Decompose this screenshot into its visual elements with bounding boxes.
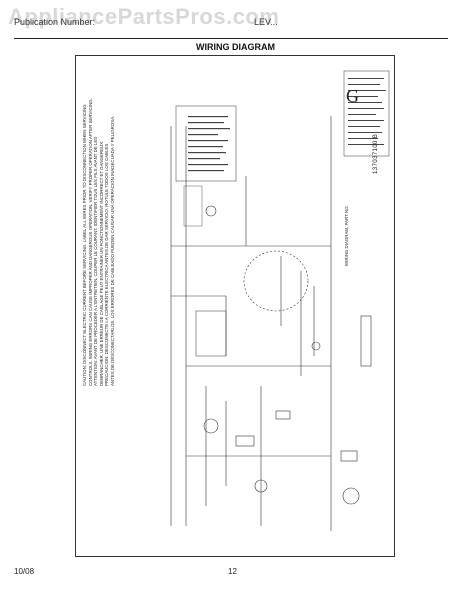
diagram-label: WIRING DIAGRAM, PART NO. (344, 205, 349, 266)
page-title: WIRING DIAGRAM (196, 42, 275, 52)
caution-line: ANTES DE DESCONECTARLOS. LOS ERRORES DE … (109, 115, 115, 386)
page-number: 12 (228, 567, 237, 576)
header-model: LEV... (254, 17, 278, 27)
legend-box-left (175, 105, 237, 182)
header-divider (14, 38, 448, 39)
terminal-block (195, 310, 227, 357)
diagram-letter: G (346, 86, 359, 106)
component-circle-d (342, 487, 360, 505)
watermark: AppliancePartsPros.com (8, 4, 280, 29)
footer-date: 10/08 (14, 567, 35, 576)
caution-line: ATTENTION: AVANT DE PROCEDER A L'ENTRETI… (93, 136, 99, 386)
caution-notes: CAUTION: DISCONNECT ELECTRIC CURRENT BEF… (82, 98, 116, 386)
wiring-diagram-sheet: CAUTION: DISCONNECT ELECTRIC CURRENT BEF… (75, 55, 395, 557)
part-number: 137037100 B (372, 133, 379, 174)
header-publication: Publication Number: (14, 17, 96, 27)
wiring-diagram-graphic (170, 70, 390, 531)
component-circle-c (254, 479, 268, 493)
component-circle-b (203, 418, 219, 434)
caution-line: CAUTION: DISCONNECT ELECTRIC CURRENT BEF… (82, 104, 87, 386)
component-circle-a (205, 205, 217, 217)
notes-box (343, 70, 390, 157)
motor-outline (243, 250, 309, 312)
connector-block (360, 315, 372, 367)
